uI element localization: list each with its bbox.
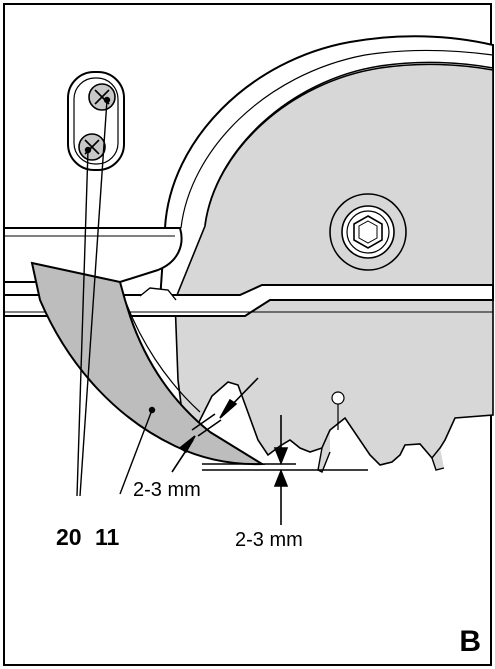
lower-blade-guard	[30, 261, 266, 466]
saw-blade	[174, 63, 494, 473]
panel-letter: B	[459, 625, 481, 658]
base-gap-dimension	[202, 415, 368, 525]
leader-lines-20	[76, 96, 111, 497]
blade-gap-label: 2-3 mm	[133, 479, 201, 501]
arbor-bolt	[329, 193, 407, 271]
callout-20: 20	[56, 524, 82, 550]
base-gap-label: 2-3 mm	[235, 529, 303, 551]
screw-lower-icon	[78, 133, 106, 161]
screw-upper-icon	[88, 83, 116, 111]
leader-line-11	[119, 406, 156, 495]
callout-11: 11	[95, 524, 120, 550]
blade-gap-dimension	[171, 377, 259, 473]
